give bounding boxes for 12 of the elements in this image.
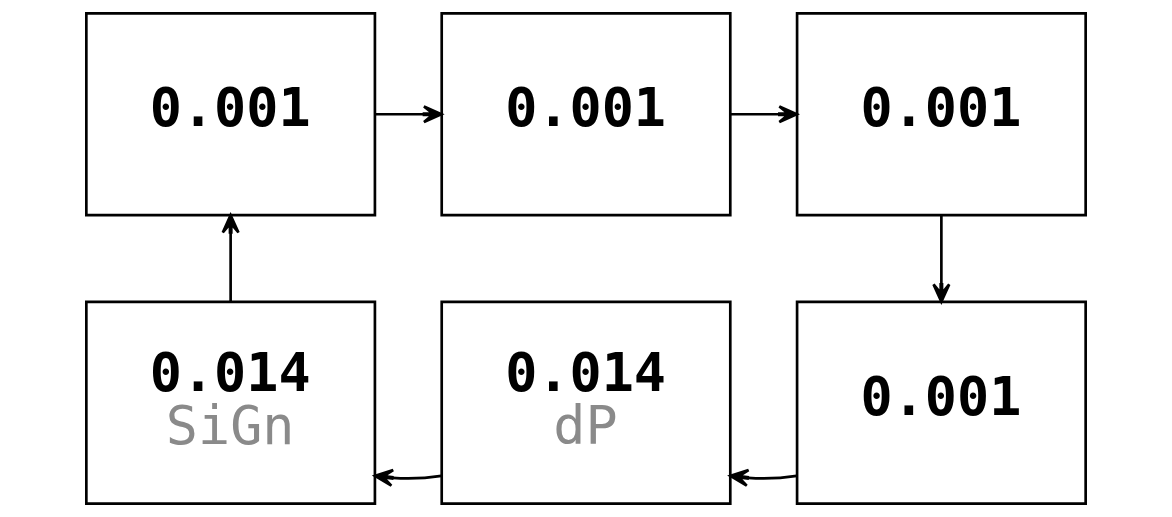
arrow bbox=[221, 213, 240, 302]
arrow bbox=[375, 105, 443, 124]
arrow bbox=[932, 215, 951, 304]
node-box: 0.001 bbox=[85, 12, 377, 217]
node-box: 0.014 SiGn bbox=[85, 300, 377, 505]
node-box: 0.014 dP bbox=[440, 300, 732, 505]
node-box: 0.001 bbox=[795, 300, 1087, 505]
arrow bbox=[730, 105, 799, 124]
arrow bbox=[729, 468, 797, 487]
node-box: 0.001 bbox=[440, 12, 732, 217]
arrow bbox=[373, 468, 442, 487]
node-box: 0.001 bbox=[795, 12, 1087, 217]
